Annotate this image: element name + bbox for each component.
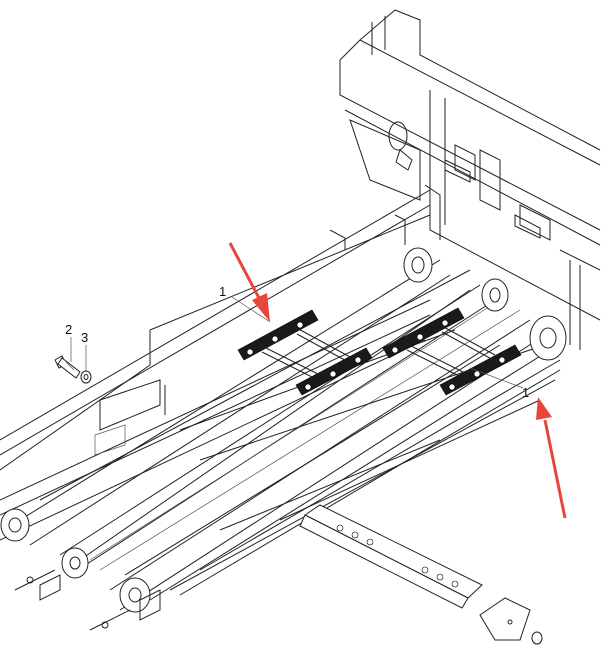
callout-1-left: 1 — [219, 284, 227, 299]
callout-2: 2 — [65, 322, 73, 337]
callout-3: 3 — [81, 330, 89, 345]
chain-assembly-left — [237, 309, 373, 396]
callout-1-right: 1 — [522, 385, 530, 400]
cover-plate — [299, 504, 483, 609]
washer-3 — [80, 370, 92, 384]
conveyor-rails — [19, 259, 561, 611]
chain-assembly-right — [382, 307, 522, 396]
end-disc — [479, 597, 543, 645]
left-side-wall — [0, 189, 431, 541]
leader-lines — [70, 296, 524, 389]
arrow-left — [228, 242, 270, 322]
bolt-2 — [54, 355, 81, 379]
arrow-right — [536, 397, 567, 519]
rollers — [0, 247, 567, 631]
rear-frame — [339, 9, 601, 350]
